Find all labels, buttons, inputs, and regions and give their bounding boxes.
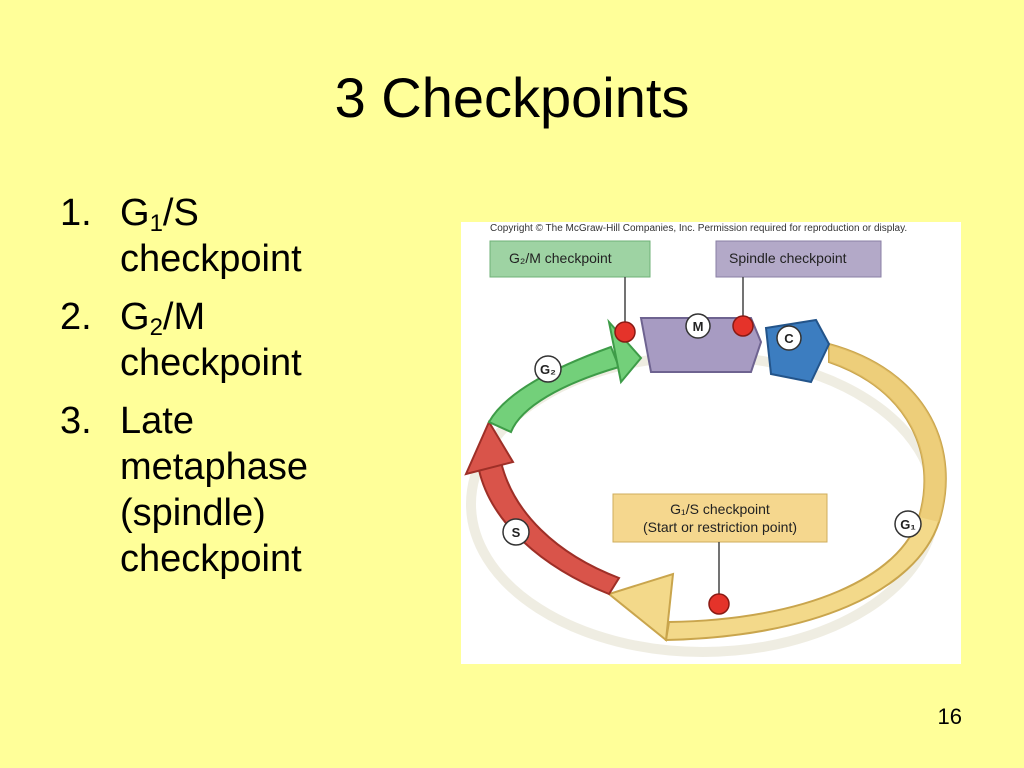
- g1s-checkpoint-box: [612, 493, 828, 543]
- s-arrowhead: [464, 419, 515, 476]
- g1s-checkpoint-dot: [708, 593, 730, 615]
- g2m-checkpoint-label: G₂/M checkpoint: [509, 250, 612, 266]
- phase-g2-label: G₂: [540, 362, 556, 377]
- phase-g1-badge: [894, 510, 922, 538]
- cell-cycle-figure: Copyright © The McGraw-Hill Companies, I…: [461, 222, 961, 664]
- slide-title: 3 Checkpoints: [334, 66, 690, 129]
- phase-c-badge: [776, 325, 802, 351]
- phase-g1-label: G₁: [900, 517, 916, 532]
- list-number: 1.: [60, 192, 92, 234]
- checkpoint-list: 1. G1/S checkpoint 2. G2/M checkpoint 3.…: [60, 190, 370, 594]
- g1-arrowhead: [606, 572, 675, 642]
- g1s-checkpoint-label: G₁/S checkpoint: [670, 501, 770, 517]
- g2m-checkpoint-box: [489, 240, 651, 278]
- phase-s-label: S: [512, 525, 521, 540]
- list-number: 3.: [60, 400, 92, 442]
- phase-m-badge: [685, 313, 711, 339]
- phase-c-label: C: [784, 331, 794, 346]
- list-item: 1. G1/S checkpoint: [60, 192, 302, 280]
- m-phase-block: [639, 317, 763, 373]
- g2m-checkpoint-dot: [614, 321, 636, 343]
- copyright-text: Copyright © The McGraw-Hill Companies, I…: [490, 223, 907, 234]
- phase-m-label: M: [693, 319, 704, 334]
- list-item: 3. Late metaphase (spindle) checkpoint: [60, 400, 309, 580]
- spindle-checkpoint-label: Spindle checkpoint: [729, 250, 847, 266]
- page-number: 16: [937, 704, 962, 729]
- phase-s-badge: [502, 518, 530, 546]
- g1s-checkpoint-sublabel: (Start or restriction point): [643, 519, 797, 535]
- spindle-checkpoint-box: [715, 240, 882, 278]
- phase-g2-badge: [534, 355, 562, 383]
- list-item: 2. G2/M checkpoint: [60, 296, 302, 384]
- spindle-checkpoint-dot: [732, 315, 754, 337]
- list-number: 2.: [60, 296, 92, 338]
